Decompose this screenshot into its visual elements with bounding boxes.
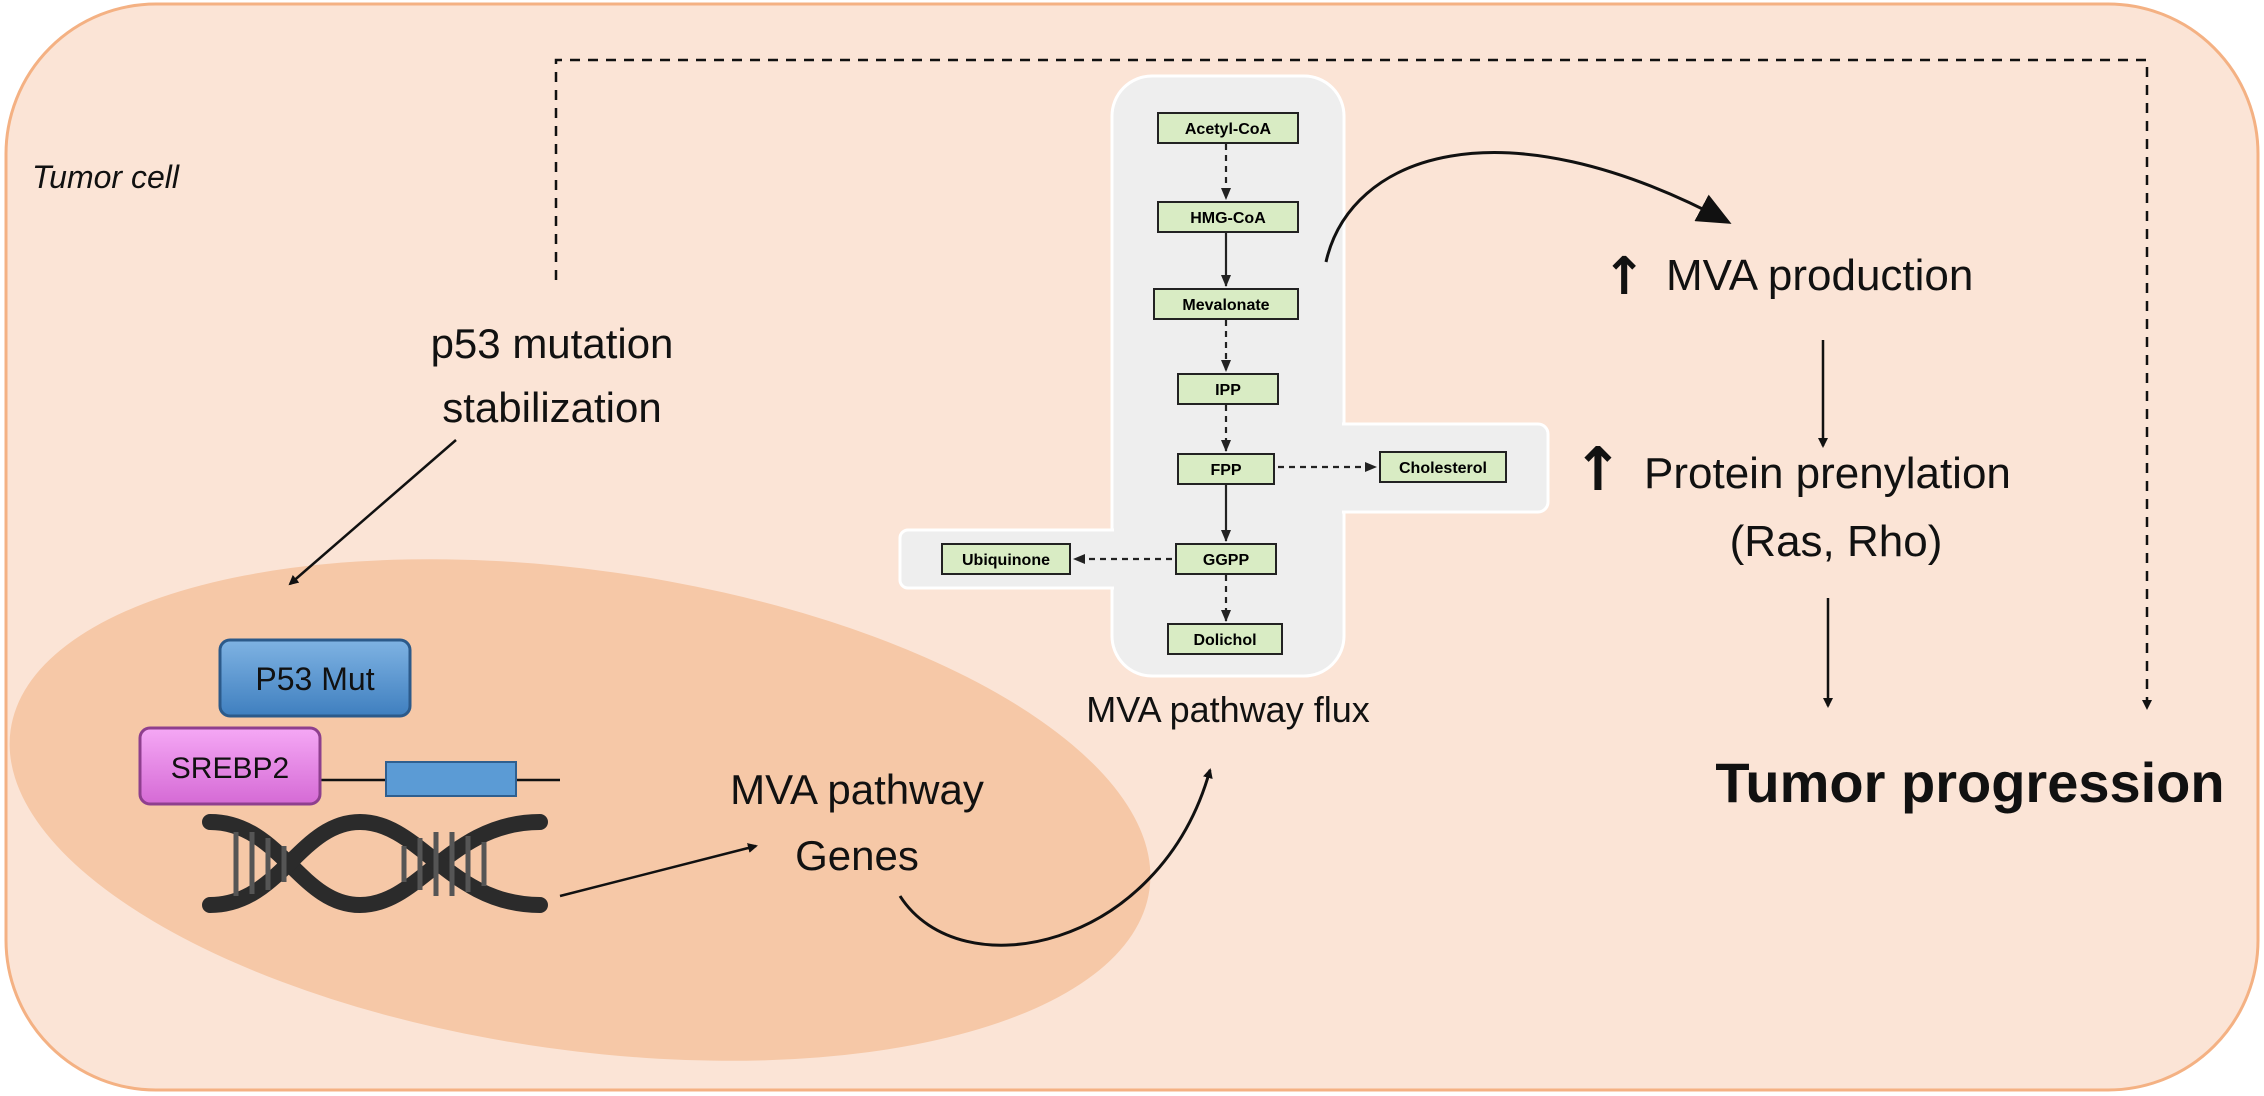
srebp2-box: SREBP2 [138,726,322,806]
node-mevalonate-label: Mevalonate [1182,297,1269,314]
node-ggpp-label: GGPP [1203,552,1250,569]
node-acetyl-coa-label: Acetyl-CoA [1185,121,1272,138]
arrow-dna-to-genes [559,843,758,898]
srebp2-label: SREBP2 [171,752,289,785]
tumor-cell-label: Tumor cell [32,159,180,195]
p53-mutation-line1: p53 mutation [431,320,674,367]
pathway-flux-caption: MVA pathway flux [1086,689,1369,730]
arrow-pathway-to-mva-production [1324,151,1732,263]
node-ipp: IPP [1177,373,1279,405]
node-hmg-coa-label: HMG-CoA [1190,210,1266,227]
node-fpp-label: FPP [1210,462,1241,479]
arrow-p53-to-nucleus [288,439,457,586]
prenylation-label-line2: (Ras, Rho) [1730,517,1943,566]
node-dolichol: Dolichol [1167,623,1283,655]
prenylation-label-line1: Protein prenylation [1644,449,2011,498]
node-ubiquinone-label: Ubiquinone [962,552,1050,569]
node-cholesterol: Cholesterol [1379,451,1507,483]
dashed-path-p53-to-tumor-progression [554,58,2152,710]
node-fpp: FPP [1177,453,1275,485]
node-mevalonate: Mevalonate [1153,288,1299,320]
node-ipp-label: IPP [1215,382,1241,399]
dna-helix-icon [202,813,548,914]
mva-production-label: MVA production [1666,251,1973,300]
node-hmg-coa: HMG-CoA [1157,201,1299,233]
node-cholesterol-label: Cholesterol [1399,460,1487,477]
p53-mut-label: P53 Mut [255,661,374,697]
arrow-genes-to-pathway-flux [898,768,1213,947]
node-ggpp: GGPP [1175,543,1277,575]
node-ubiquinone: Ubiquinone [941,543,1071,575]
mva-genes-line2: Genes [795,832,919,879]
tumor-progression-label: Tumor progression [1715,751,2224,814]
mva-production-up-icon: ↑ [1602,247,1646,307]
p53-mut-box: P53 Mut [218,638,412,718]
prenylation-up-icon: ↑ [1573,435,1623,505]
gene-box [385,761,517,797]
p53-mutation-line2: stabilization [442,384,661,431]
node-acetyl-coa: Acetyl-CoA [1157,112,1299,144]
mva-genes-line1: MVA pathway [730,766,984,813]
node-dolichol-label: Dolichol [1193,632,1256,649]
